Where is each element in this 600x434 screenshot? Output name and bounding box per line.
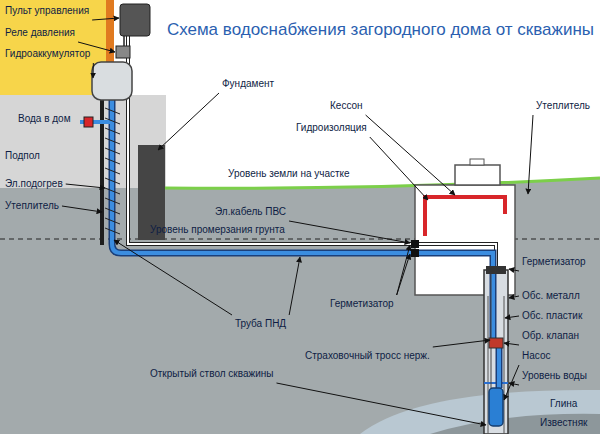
pnd-pipe	[112, 100, 499, 388]
coil-turn	[105, 178, 120, 184]
part-label: Труба ПНД	[235, 318, 286, 330]
part-label: Утеплитель	[536, 100, 590, 112]
leader-line	[66, 184, 105, 188]
diagram-title: Схема водоснабжения загородного дома от …	[167, 20, 594, 40]
leader-line	[504, 343, 519, 345]
relay-wire	[123, 36, 125, 46]
leader-line	[509, 296, 519, 298]
part-label: Утеплитель	[5, 200, 59, 212]
coil-turn	[105, 198, 120, 204]
soil	[0, 178, 600, 434]
part-label: Глина	[550, 398, 577, 410]
leader-line	[114, 240, 232, 315]
caisson-lid	[455, 165, 500, 185]
part-label: Уровень воды	[522, 370, 587, 382]
coil-turn	[105, 158, 120, 164]
leader-line	[93, 63, 94, 78]
part-label: Обс. пластик	[522, 310, 582, 322]
part-label: Уровень земли на участке	[228, 168, 350, 180]
part-label: Гидроизоляция	[296, 122, 367, 134]
part-label: Открытый ствол скважины	[150, 368, 273, 380]
part-label: Известняк	[540, 417, 587, 429]
leader-line	[504, 365, 519, 400]
leader-line	[370, 137, 428, 200]
part-label: Уровень промерзания грунта	[150, 224, 285, 236]
pump	[489, 388, 503, 426]
coil-turn	[105, 148, 120, 154]
leader-line	[433, 340, 490, 347]
leader-line	[509, 383, 519, 385]
part-label: Кессон	[330, 100, 363, 112]
coil-turn	[105, 208, 120, 214]
leader-line	[397, 254, 410, 295]
leader-line	[158, 93, 219, 150]
well-head-seal	[486, 266, 506, 274]
pipe-insulation	[100, 95, 104, 245]
coil-turn	[105, 118, 120, 124]
coil-turn	[105, 228, 120, 234]
leader-line	[276, 383, 486, 425]
heating-coil	[105, 108, 120, 234]
part-label: Обр. клапан	[522, 330, 579, 342]
leader-line	[505, 316, 519, 318]
pressure-relay	[116, 46, 130, 58]
coil-turn	[105, 128, 120, 134]
part-label: Эл.кабель ПВС	[215, 206, 286, 218]
coil-turn	[105, 218, 120, 224]
power-cable	[128, 36, 496, 274]
leader-line	[289, 257, 300, 315]
leader-line	[528, 115, 533, 194]
accumulator	[92, 62, 132, 100]
part-label: Пульт управления	[5, 5, 89, 17]
outlet-valve	[84, 117, 93, 127]
wall-seal	[411, 249, 419, 257]
part-label: Насос	[522, 350, 550, 362]
leader-line	[397, 245, 410, 295]
ground-line	[165, 178, 600, 188]
coil-turn	[105, 188, 120, 194]
power-cable	[128, 36, 496, 274]
pnd-pipe	[112, 100, 499, 388]
limestone-layer	[430, 414, 600, 434]
control-panel	[120, 4, 150, 36]
part-label: Гидроаккумулятор	[5, 48, 90, 60]
part-label: Герметизатор	[522, 256, 586, 268]
leader-line	[366, 115, 455, 195]
house-interior	[0, 0, 106, 95]
leader-line	[62, 206, 102, 212]
part-label: Подпол	[5, 150, 40, 162]
check-valve	[489, 338, 503, 348]
wall-seal	[411, 240, 419, 248]
leader-line	[289, 221, 410, 243]
part-label: Реле давления	[5, 27, 75, 39]
coil-turn	[105, 138, 120, 144]
part-label: Эл.подогрев	[5, 178, 63, 190]
coil-turn	[105, 168, 120, 174]
leader-line	[509, 269, 519, 271]
lid-handle	[470, 159, 484, 165]
part-label: Страховочный тросс нерж.	[305, 350, 430, 362]
safety-cable	[491, 274, 492, 388]
caisson-waterproofing	[425, 197, 505, 236]
leader-line	[92, 18, 119, 20]
clay-layer	[360, 390, 600, 434]
part-label: Фундамент	[222, 78, 274, 90]
coil-turn	[105, 108, 120, 114]
part-label: Герметизатор	[330, 298, 394, 310]
part-label: Вода в дом	[18, 113, 71, 125]
part-label: Обс. металл	[522, 290, 580, 302]
